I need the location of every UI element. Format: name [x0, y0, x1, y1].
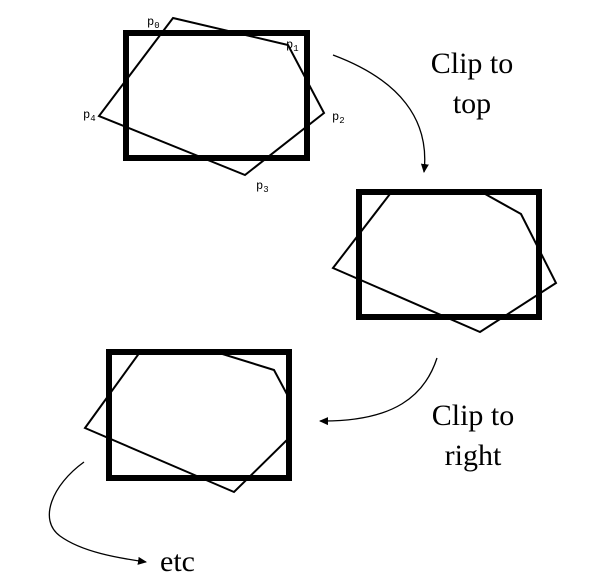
- vertex-label-p0: p0: [147, 15, 160, 33]
- caption-clip-to-right-line-1: Clip to: [431, 399, 515, 432]
- vertex-label-p2-base: p: [332, 110, 340, 124]
- vertex-label-p1-sub: 1: [293, 44, 299, 54]
- polygon-original: [97, 16, 326, 177]
- vertex-label-p3: p3: [256, 179, 269, 197]
- clip-window-3: [106, 349, 292, 481]
- vertex-label-p3-base: p: [256, 179, 264, 193]
- vertex-label-p2-sub: 2: [339, 116, 345, 126]
- vertex-label-p0-sub: 0: [154, 21, 160, 31]
- vertex-label-p1-base: p: [286, 38, 294, 52]
- clip-window-2: [356, 189, 542, 320]
- vertex-label-p3-sub: 3: [263, 185, 269, 195]
- clip-window-1: [123, 30, 310, 161]
- vertex-label-p4-base: p: [83, 108, 91, 122]
- caption-clip-to-top-line-1: Clip to: [430, 47, 514, 80]
- arrow-to-clip-top: [332, 54, 429, 173]
- vertex-label-p4-sub: 4: [90, 114, 96, 124]
- vertex-label-p4: p4: [83, 108, 96, 126]
- caption-etc: etc: [160, 545, 195, 578]
- polygon-clipped-top: [331, 189, 558, 334]
- vertex-label-p1: p1: [286, 38, 299, 56]
- caption-clip-to-right-line-2: right: [444, 439, 502, 472]
- caption-clip-to-top-line-2: top: [452, 87, 492, 120]
- arrow-to-etc: [48, 461, 147, 565]
- polygon-clipped-right: [83, 351, 290, 494]
- arrow-to-clip-right: [319, 357, 438, 426]
- caption-clip-to-top: Clip to top: [408, 44, 536, 124]
- vertex-label-p2: p2: [332, 110, 345, 128]
- vertex-label-p0-base: p: [147, 15, 155, 29]
- caption-clip-to-right: Clip to right: [409, 396, 537, 476]
